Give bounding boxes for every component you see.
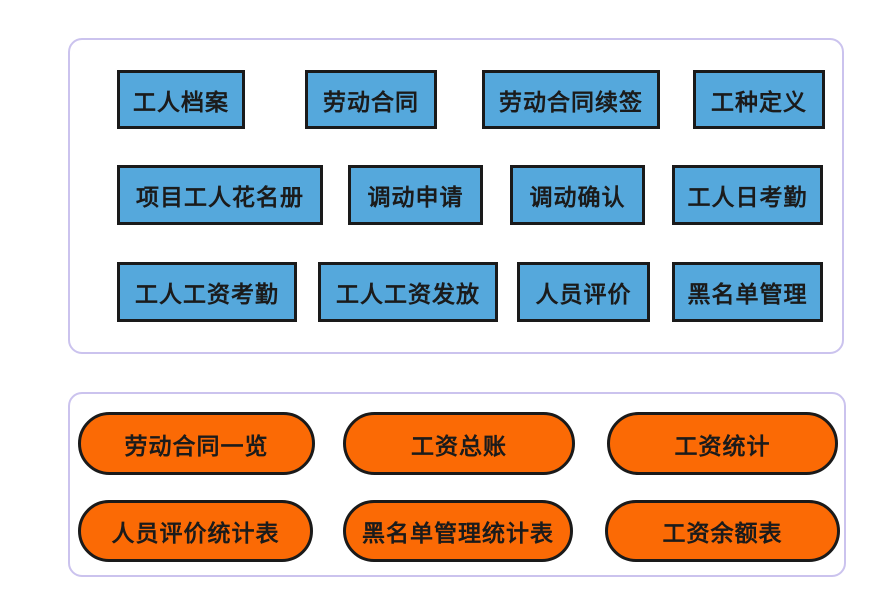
- report-button-wage-balance-table[interactable]: 工资余额表: [605, 500, 840, 562]
- module-button-worker-wage-attendance[interactable]: 工人工资考勤: [117, 262, 297, 322]
- module-button-worker-daily-attendance[interactable]: 工人日考勤: [672, 165, 823, 225]
- module-button-personnel-evaluation[interactable]: 人员评价: [517, 262, 650, 322]
- module-button-project-worker-roster[interactable]: 项目工人花名册: [117, 165, 323, 225]
- module-button-transfer-confirm[interactable]: 调动确认: [510, 165, 645, 225]
- report-button-blacklist-management-report[interactable]: 黑名单管理统计表: [343, 500, 573, 562]
- module-button-worker-wage-payment[interactable]: 工人工资发放: [318, 262, 498, 322]
- report-button-personnel-evaluation-report[interactable]: 人员评价统计表: [78, 500, 313, 562]
- module-button-labor-contract[interactable]: 劳动合同: [305, 70, 437, 129]
- module-button-job-type-definition[interactable]: 工种定义: [693, 70, 825, 129]
- module-button-worker-archive[interactable]: 工人档案: [117, 70, 245, 129]
- module-button-blacklist-management[interactable]: 黑名单管理: [672, 262, 823, 322]
- report-button-wage-statistics[interactable]: 工资统计: [607, 412, 838, 475]
- module-button-transfer-request[interactable]: 调动申请: [348, 165, 483, 225]
- report-button-wage-ledger[interactable]: 工资总账: [343, 412, 575, 475]
- report-button-labor-contract-overview[interactable]: 劳动合同一览: [78, 412, 315, 475]
- module-button-labor-contract-renewal[interactable]: 劳动合同续签: [482, 70, 660, 129]
